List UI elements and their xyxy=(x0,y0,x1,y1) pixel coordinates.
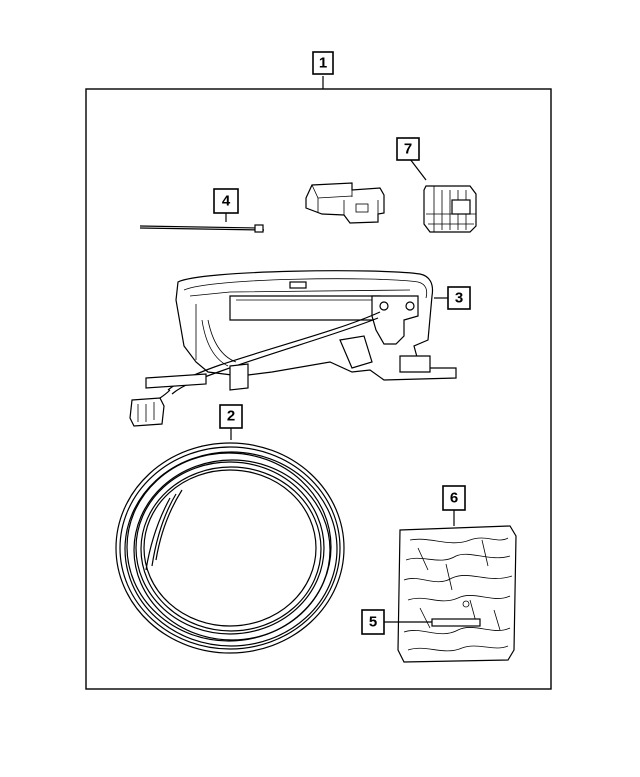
callout-4-label: 4 xyxy=(222,193,231,210)
callout-5-label: 5 xyxy=(369,614,377,631)
clip-part xyxy=(305,182,385,224)
callout-2-label: 2 xyxy=(227,408,235,425)
lamp-assembly xyxy=(129,270,457,427)
kit-frame xyxy=(85,88,552,690)
label-strip xyxy=(431,618,481,627)
callout-4[interactable]: 4 xyxy=(213,188,239,214)
parts-bag xyxy=(397,525,517,663)
callout-2[interactable]: 2 xyxy=(219,404,243,429)
callout-1[interactable]: 1 xyxy=(312,51,334,75)
callout-3[interactable]: 3 xyxy=(447,286,471,310)
callout-7-label: 7 xyxy=(404,141,412,158)
connector xyxy=(423,185,477,233)
callout-6-label: 6 xyxy=(450,490,458,507)
callout-1-label: 1 xyxy=(319,55,327,72)
cable-tie xyxy=(139,224,265,233)
callout-5[interactable]: 5 xyxy=(361,609,385,635)
callout-3-label: 3 xyxy=(455,290,463,307)
callout-6[interactable]: 6 xyxy=(442,485,466,511)
callout-7[interactable]: 7 xyxy=(396,137,420,161)
wire-harness-coil xyxy=(115,442,345,654)
